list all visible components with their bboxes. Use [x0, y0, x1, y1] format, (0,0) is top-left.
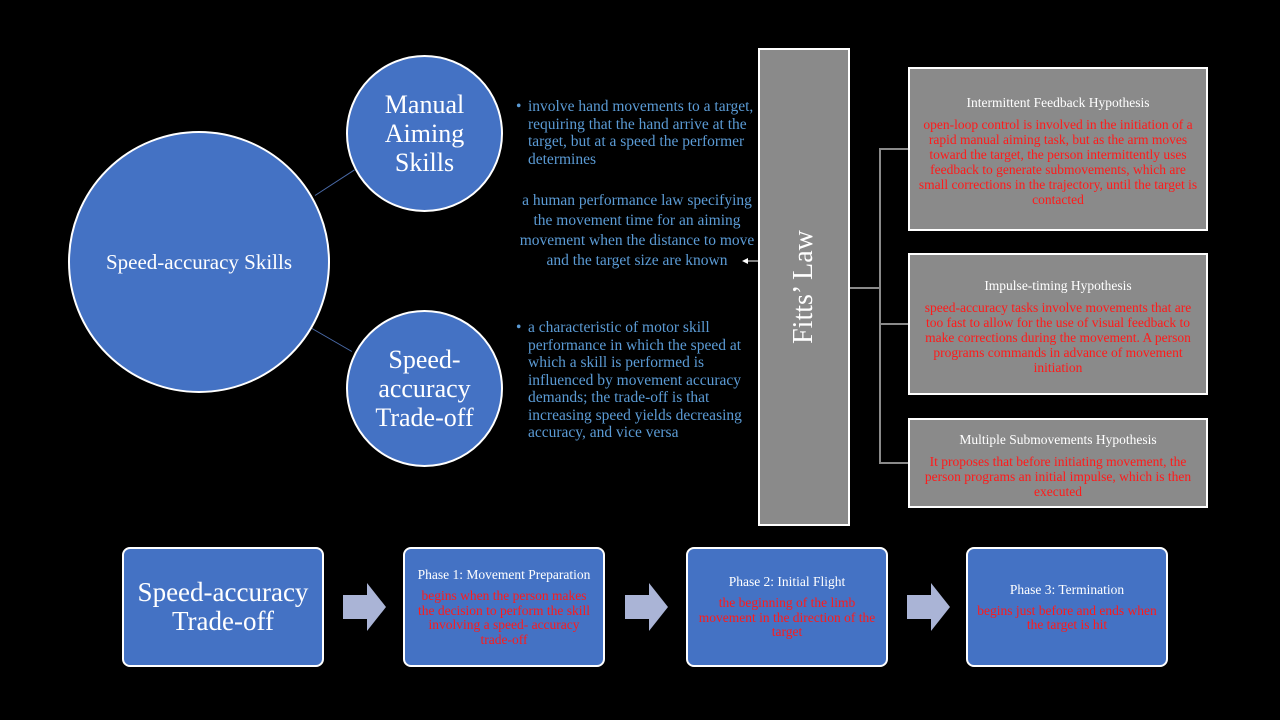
- tree-branch-3: [879, 462, 909, 464]
- phase-body: begins when the person makes the decisio…: [417, 588, 591, 647]
- main-circle-label: Speed-accuracy Skills: [105, 249, 293, 274]
- manual-aiming-definition-text: involve hand movements to a target, requ…: [528, 98, 754, 168]
- left-arrow-icon: [742, 258, 759, 264]
- phase-body: begins just before and ends when the tar…: [977, 602, 1157, 632]
- tree-trunk: [879, 148, 881, 464]
- bullet-icon: •: [516, 98, 522, 115]
- tree-branch-1: [879, 148, 909, 150]
- manual-aiming-circle: Manual Aiming Skills: [346, 55, 503, 212]
- tree-stem: [850, 287, 880, 289]
- main-circle: Speed-accuracy Skills: [68, 131, 330, 393]
- fitts-law-bar: Fitts’ Law: [758, 48, 850, 526]
- hypothesis-box-intermittent: Intermittent Feedback Hypothesis open-lo…: [908, 67, 1208, 231]
- process-start-label: Speed-accuracy Trade-off: [137, 577, 309, 636]
- hypothesis-body: speed-accuracy tasks involve movements t…: [924, 300, 1192, 375]
- connector-main-to-tradeoff: [311, 328, 353, 352]
- chevron-right-icon: [343, 583, 386, 631]
- hypothesis-body: open-loop control is involved in the ini…: [918, 117, 1198, 207]
- phase-body: the beginning of the limb movement in th…: [698, 595, 876, 640]
- hypothesis-title: Intermittent Feedback Hypothesis: [966, 95, 1150, 110]
- tree-branch-2: [879, 323, 909, 325]
- hypothesis-title: Impulse-timing Hypothesis: [984, 278, 1132, 293]
- hypothesis-body: It proposes that before initiating movem…: [924, 454, 1192, 499]
- hypothesis-title: Multiple Submovements Hypothesis: [959, 432, 1157, 447]
- tradeoff-definition-text: a characteristic of motor skill performa…: [528, 319, 742, 441]
- process-start-box: Speed-accuracy Trade-off: [122, 547, 324, 667]
- phase-box-2: Phase 2: Initial Flight the beginning of…: [686, 547, 888, 667]
- phase-box-1: Phase 1: Movement Preparation begins whe…: [403, 547, 605, 667]
- hypothesis-box-impulse: Impulse-timing Hypothesis speed-accuracy…: [908, 253, 1208, 395]
- chevron-right-icon: [907, 583, 950, 631]
- fitts-definition: a human performance law specifying the m…: [518, 191, 756, 271]
- phase-title: Phase 3: Termination: [1009, 581, 1125, 597]
- phase-box-3: Phase 3: Termination begins just before …: [966, 547, 1168, 667]
- tradeoff-label: Speed-accuracy Trade-off: [375, 345, 474, 432]
- phase-title: Phase 2: Initial Flight: [728, 574, 846, 590]
- bullet-icon: •: [516, 319, 522, 336]
- fitts-definition-text: a human performance law specifying the m…: [519, 192, 755, 269]
- tradeoff-definition: • a characteristic of motor skill perfor…: [516, 319, 750, 442]
- manual-aiming-label: Manual Aiming Skills: [384, 90, 465, 177]
- hypothesis-box-multiple: Multiple Submovements Hypothesis It prop…: [908, 418, 1208, 508]
- connector-main-to-manual: [314, 169, 355, 196]
- tradeoff-circle: Speed-accuracy Trade-off: [346, 310, 503, 467]
- phase-title: Phase 1: Movement Preparation: [417, 567, 591, 582]
- manual-aiming-definition: • involve hand movements to a target, re…: [516, 98, 758, 168]
- chevron-right-icon: [625, 583, 668, 631]
- fitts-law-label: Fitts’ Law: [788, 230, 819, 344]
